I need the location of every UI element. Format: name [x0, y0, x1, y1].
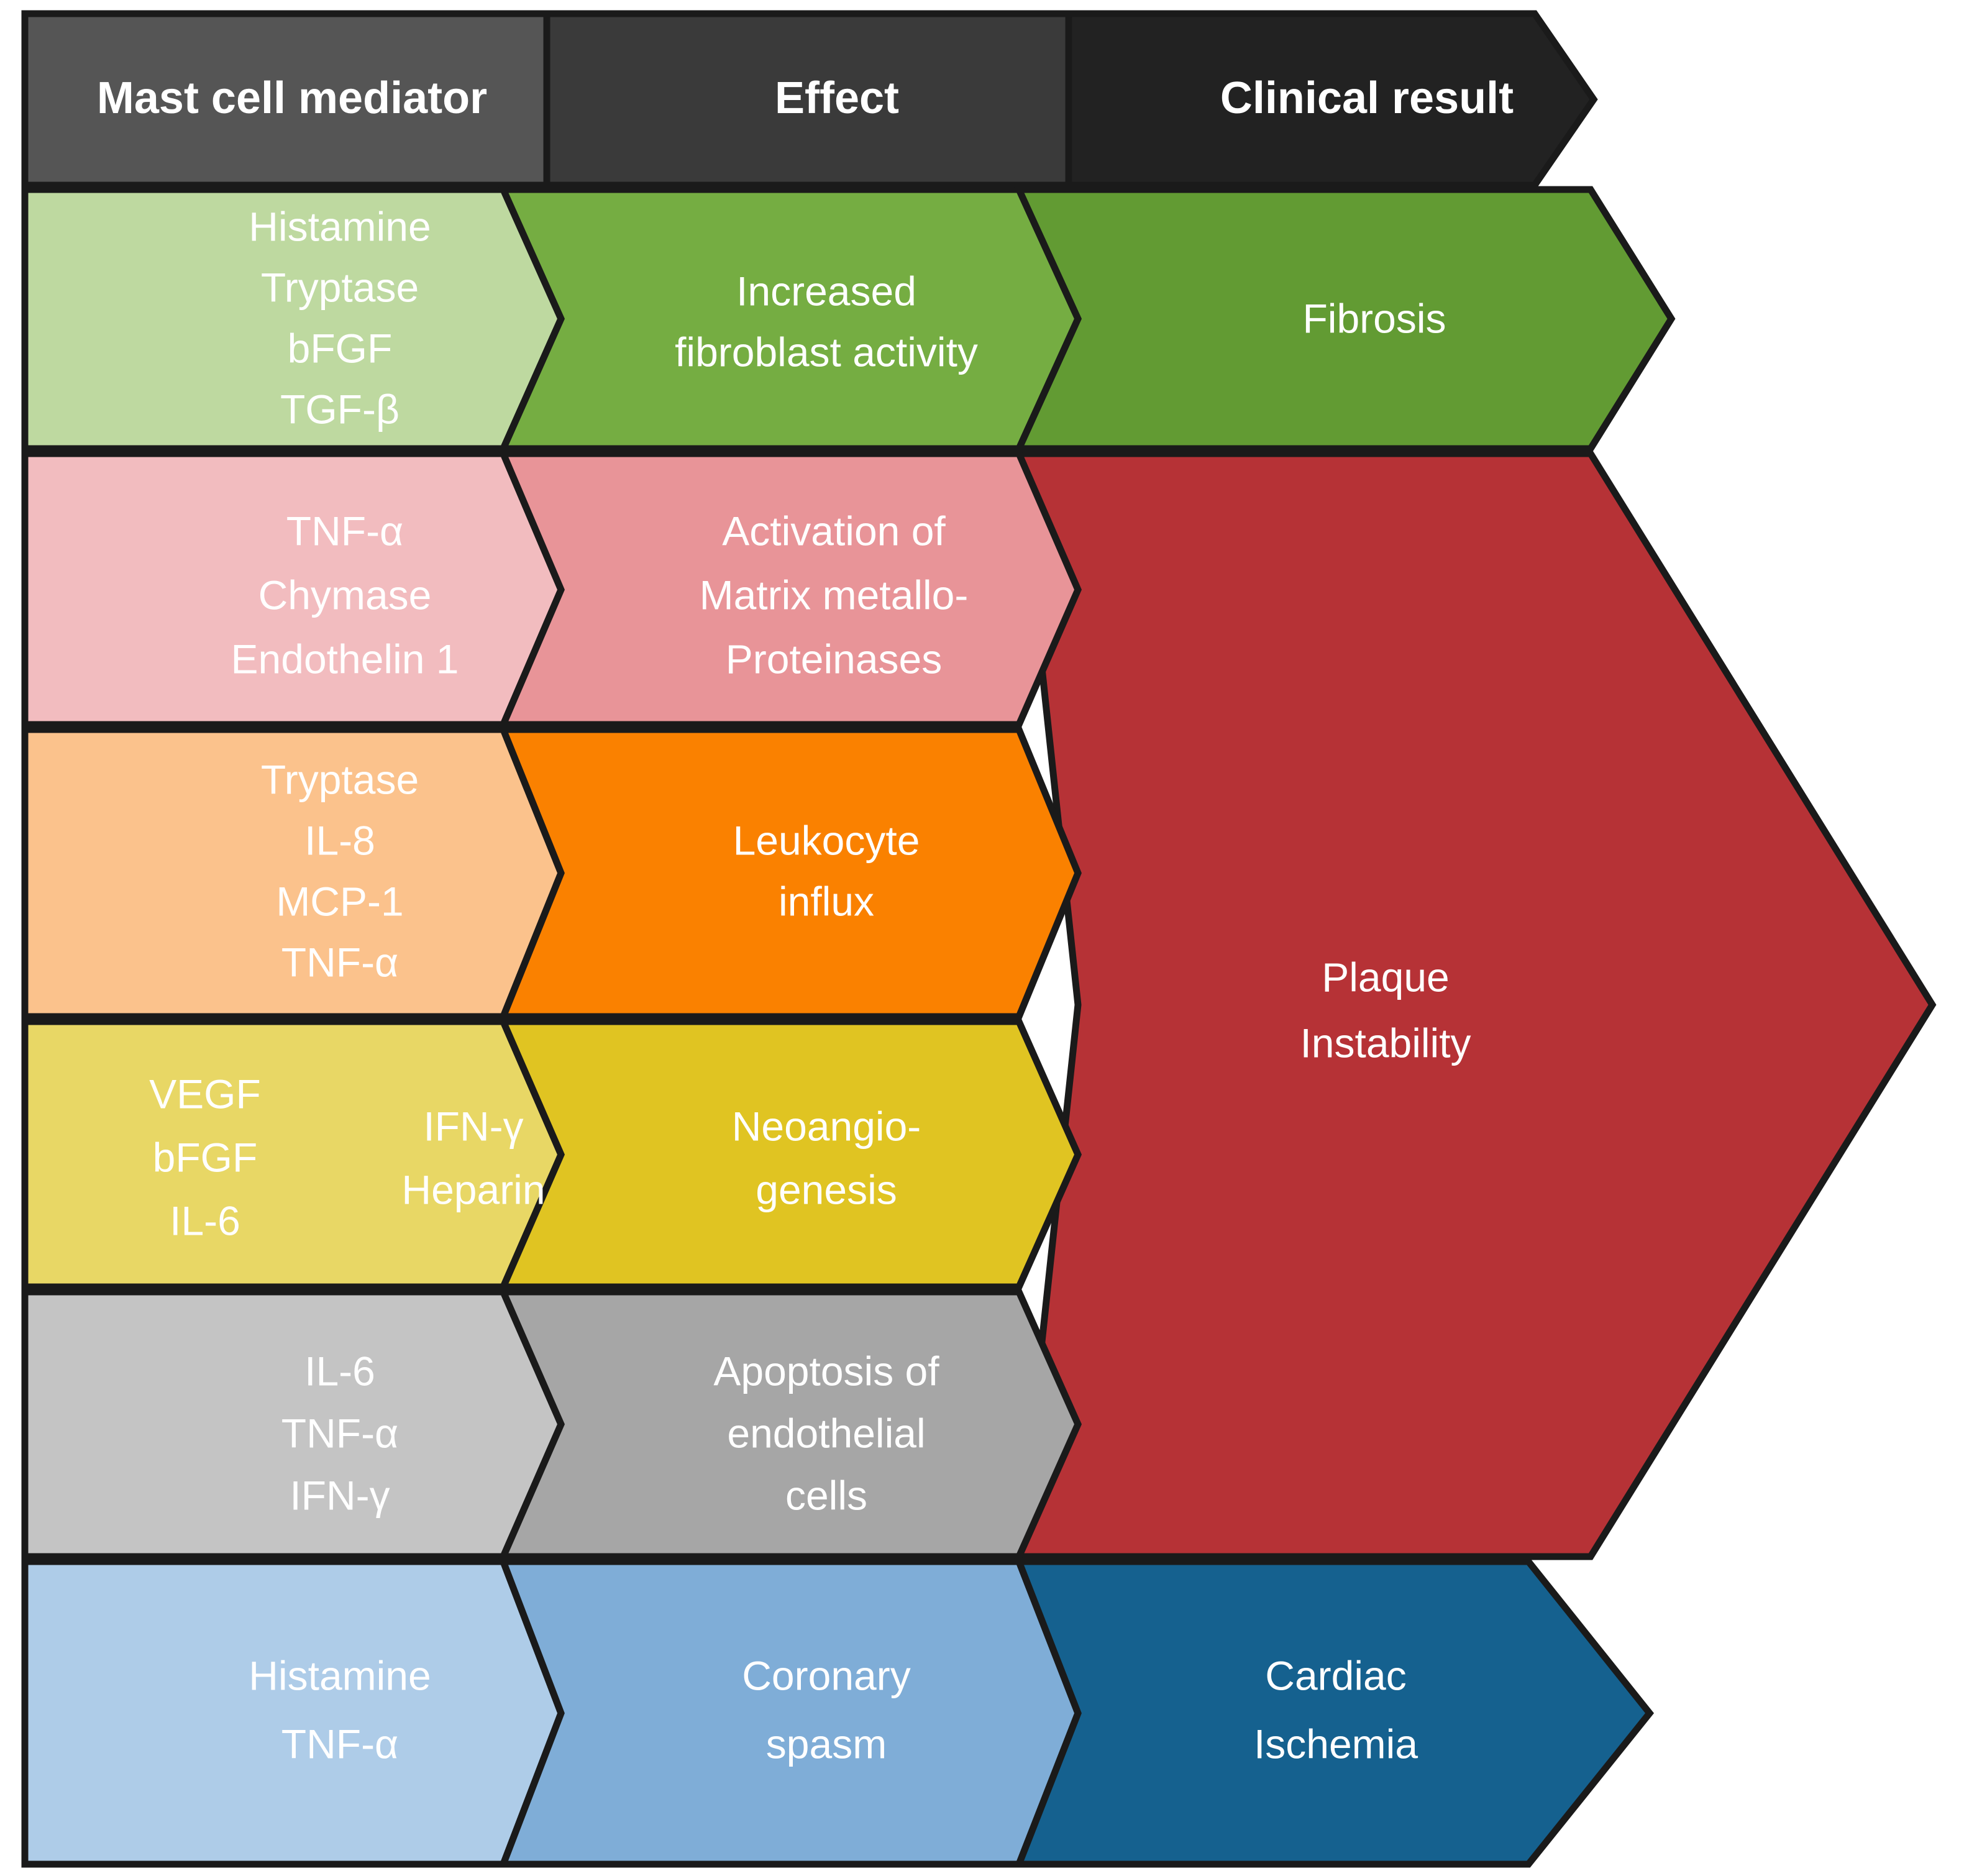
row-fibrosis: Histamine Tryptase bFGF TGF-β Increased … [21, 186, 1676, 452]
mediator-line: IL-6 [304, 1348, 375, 1394]
effect-line: influx [779, 878, 874, 924]
effect-line: Activation of [722, 508, 946, 554]
mediator-line: IL-6 [170, 1197, 240, 1243]
mediator-secondary-line: Heparin [401, 1166, 545, 1212]
result-chevron-plaque-instability: Plaque Instability [1015, 450, 1937, 1560]
result-line: Instability [1300, 1020, 1471, 1066]
header-label-effect: Effect [775, 73, 899, 123]
effect-line: Coronary [742, 1652, 910, 1698]
effect-chevron-mmp [498, 450, 1082, 728]
header-chevron-result [1065, 10, 1598, 189]
result-line: Plaque [1322, 954, 1450, 1000]
mediator-line: TNF-α [281, 1721, 398, 1767]
mediator-line: TGF-β [280, 386, 400, 432]
header-row: Mast cell mediator Effect Clinical resul… [21, 10, 1598, 189]
effect-line: Increased [736, 268, 916, 314]
mediator-secondary-line: IFN-γ [423, 1103, 523, 1149]
mediator-line: bFGF [288, 325, 393, 371]
result-line: Ischemia [1254, 1721, 1418, 1767]
effect-line: fibroblast activity [675, 329, 978, 375]
result-chevron-ischemia [1013, 1558, 1655, 1868]
mediator-line: MCP-1 [276, 878, 403, 924]
effect-chevron-ischemia [498, 1558, 1082, 1868]
effect-chevron-fibrosis [498, 186, 1082, 452]
mediator-line: TNF-α [281, 1410, 398, 1456]
mediator-line: Histamine [249, 1652, 431, 1698]
effect-chevron-apoptosis [498, 1288, 1082, 1560]
effect-line: genesis [756, 1166, 897, 1212]
mediator-line: VEGF [149, 1071, 261, 1117]
header-label-mediator: Mast cell mediator [97, 73, 487, 123]
header-label-result: Clinical result [1220, 73, 1514, 123]
effect-line: endothelial [727, 1410, 925, 1456]
mediator-line: Endothelin 1 [231, 636, 459, 682]
row-apoptosis: IL-6 TNF-α IFN-γ Apoptosis of endothelia… [21, 1288, 1082, 1560]
effect-line: Neoangio- [732, 1103, 921, 1149]
mediator-line: TNF-α [286, 508, 403, 554]
result-line: Fibrosis [1302, 295, 1446, 341]
row-neoangiogenesis: VEGF bFGF IL-6 IFN-γ Heparin Neoangio- g… [21, 1018, 1082, 1291]
effect-line: Matrix metallo- [700, 572, 969, 618]
mediator-line: IL-8 [304, 817, 375, 863]
mediator-chevron-neoangiogenesis [21, 1018, 565, 1291]
effect-line: Leukocyte [733, 817, 920, 863]
row-mmp: TNF-α Chymase Endothelin 1 Activation of… [21, 450, 1082, 728]
effect-line: Apoptosis of [713, 1348, 939, 1394]
row-leukocyte: Tryptase IL-8 MCP-1 TNF-α Leukocyte infl… [21, 726, 1082, 1020]
result-chevron-fibrosis [1013, 186, 1676, 452]
effect-line: cells [785, 1472, 867, 1518]
mediator-line: TNF-α [281, 939, 398, 985]
mediator-line: Tryptase [261, 264, 419, 310]
effect-line: spasm [766, 1721, 887, 1767]
mediator-line: Tryptase [261, 756, 419, 802]
mediator-line: IFN-γ [290, 1472, 390, 1518]
mediator-line: Chymase [258, 572, 432, 618]
row-ischemia: Histamine TNF-α Coronary spasm Cardiac I… [21, 1558, 1655, 1868]
mediator-line: Histamine [249, 203, 431, 249]
mediator-line: bFGF [153, 1134, 258, 1180]
effect-chevron-neoangiogenesis [498, 1018, 1082, 1291]
effect-chevron-leukocyte [498, 726, 1082, 1020]
result-line: Cardiac [1265, 1652, 1406, 1698]
mediator-chevron-ischemia [21, 1558, 565, 1868]
effect-line: Proteinases [726, 636, 943, 682]
